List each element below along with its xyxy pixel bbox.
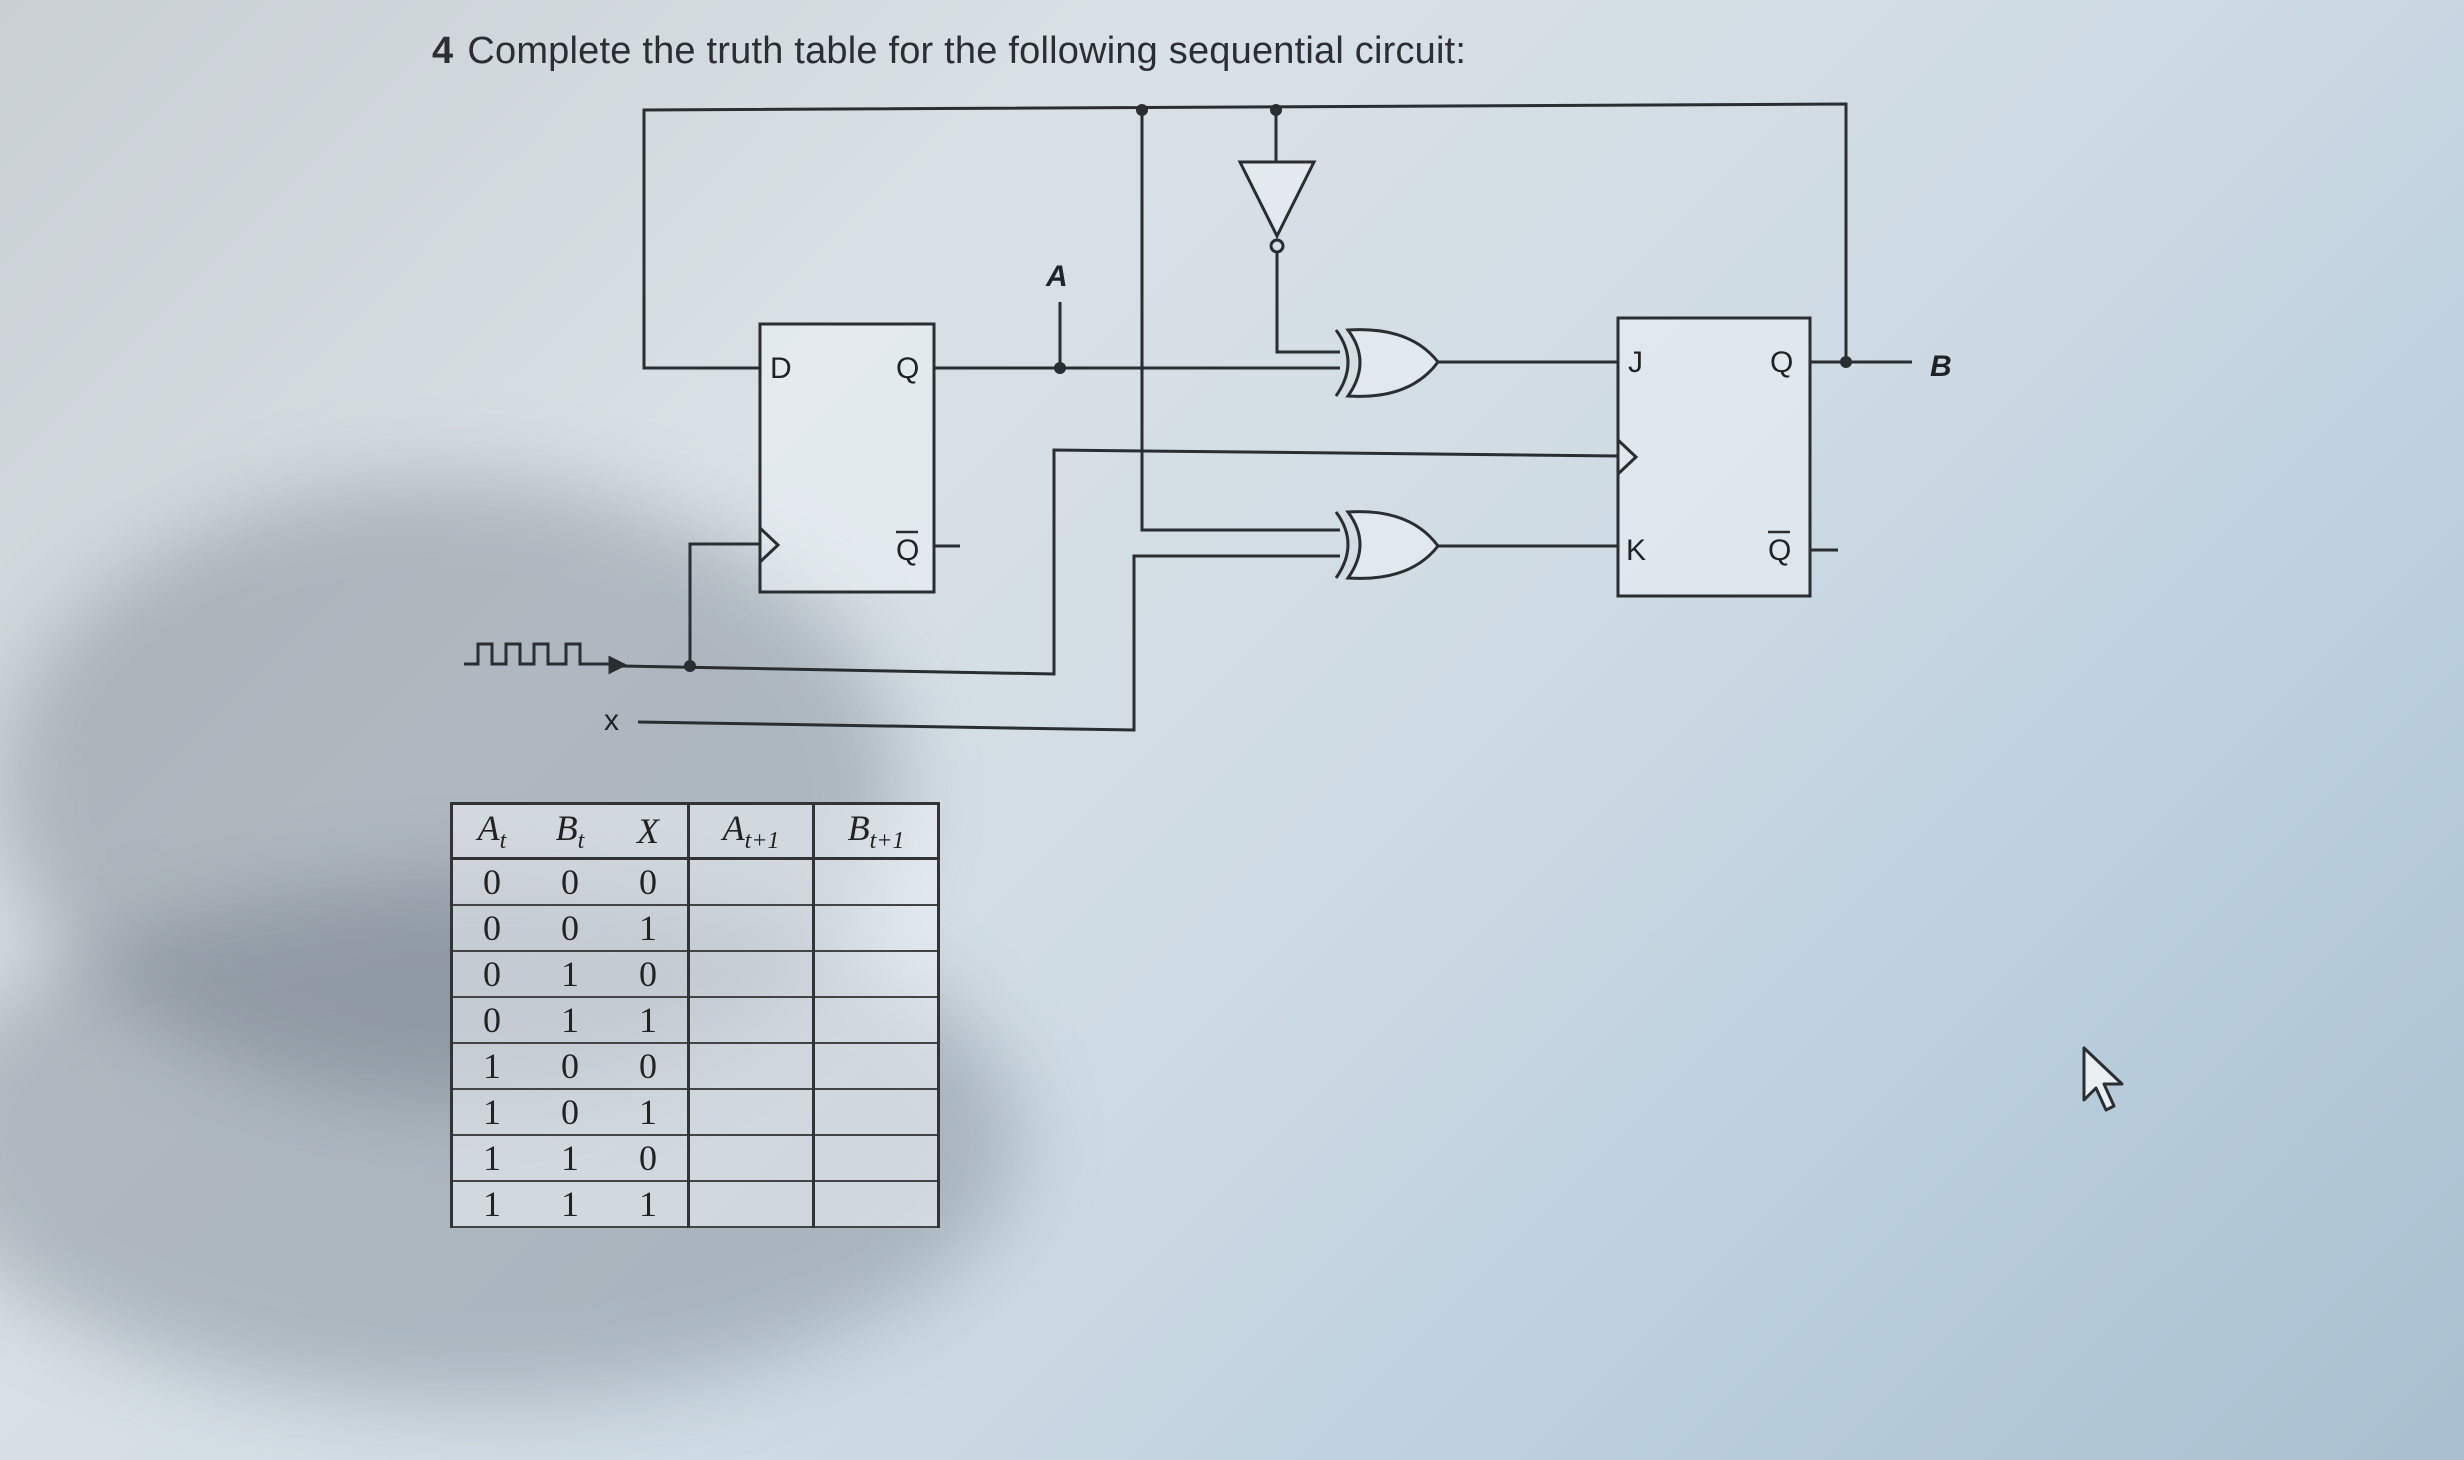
jk-ff-clock-triangle — [1616, 438, 1639, 476]
cell-bt1[interactable] — [812, 997, 940, 1044]
cell-at1[interactable] — [687, 1135, 814, 1182]
header-bt1: Bt+1 — [812, 802, 940, 860]
junction-dot — [684, 660, 696, 672]
cell-at1[interactable] — [687, 1181, 814, 1228]
question-number: 4 — [432, 30, 454, 72]
cell-at: 1 — [450, 1043, 531, 1090]
cell-at1[interactable] — [687, 997, 814, 1044]
signal-b-label: B — [1930, 350, 1952, 383]
d-ff-qbar-label: Q — [896, 534, 919, 567]
wire-clock — [619, 448, 1619, 676]
cell-x: 0 — [609, 858, 689, 906]
cell-bt1[interactable] — [812, 905, 940, 952]
cell-x: 1 — [609, 997, 689, 1044]
cell-at1[interactable] — [687, 1043, 814, 1090]
cell-bt: 1 — [531, 1181, 609, 1228]
truth-table-header-row: At Bt X At+1 Bt+1 — [450, 802, 940, 860]
cell-at1[interactable] — [687, 905, 814, 952]
jk-j-label: J — [1628, 346, 1643, 379]
cell-bt: 0 — [531, 858, 609, 906]
clock-waveform-icon — [464, 642, 612, 666]
d-ff-clock-triangle — [758, 526, 781, 564]
wire-a-bus — [1140, 110, 1340, 532]
cell-bt1[interactable] — [812, 951, 940, 998]
wire-inverter-out — [1275, 252, 1340, 354]
clock-arrow-head — [608, 655, 628, 675]
question-text: Complete the truth table for the followi… — [467, 30, 1467, 72]
jk-flip-flop — [1616, 316, 1812, 598]
xor-gate-bottom-back — [1334, 511, 1350, 579]
xor-gate-top — [1345, 328, 1440, 398]
cell-x: 0 — [609, 1043, 689, 1090]
inverter-gate — [1237, 160, 1317, 240]
cell-at1[interactable] — [687, 951, 814, 998]
wire-feedback-to-d — [642, 102, 1848, 370]
jk-qbar-label: Q — [1768, 534, 1791, 567]
cell-x: 0 — [609, 1135, 689, 1182]
junction-dot — [1054, 362, 1066, 374]
cell-x: 0 — [609, 951, 689, 998]
cell-at: 0 — [450, 858, 531, 906]
header-bt: Bt — [531, 802, 609, 860]
cell-bt: 0 — [531, 1089, 609, 1136]
junction-dot — [1270, 104, 1282, 116]
cell-bt1[interactable] — [812, 1043, 940, 1090]
junction-dot — [1840, 356, 1852, 368]
junction-dot — [1136, 104, 1148, 116]
cell-bt1[interactable] — [812, 1089, 940, 1136]
cell-bt: 1 — [531, 997, 609, 1044]
cell-bt1[interactable] — [812, 858, 940, 906]
cell-at: 0 — [450, 997, 531, 1044]
cell-bt: 0 — [531, 1043, 609, 1090]
inverter-bubble — [1269, 238, 1285, 254]
input-x-label: x — [604, 704, 619, 737]
cell-x: 1 — [609, 905, 689, 952]
xor-gate-bottom — [1345, 510, 1440, 580]
question-heading: 4 Complete the truth table for the follow… — [432, 30, 1466, 73]
cell-at1[interactable] — [687, 858, 814, 906]
mouse-pointer-icon — [2082, 1046, 2124, 1112]
header-at: At — [450, 802, 531, 860]
d-flip-flop — [758, 322, 936, 594]
signal-a-label: A — [1045, 260, 1068, 293]
cell-bt1[interactable] — [812, 1181, 940, 1228]
cell-bt: 0 — [531, 905, 609, 952]
jk-k-label: K — [1626, 534, 1646, 567]
header-at1: At+1 — [687, 802, 814, 860]
cell-x: 1 — [609, 1089, 689, 1136]
xor-gate-top-back — [1334, 329, 1350, 397]
d-ff-q-label: Q — [896, 352, 919, 385]
cell-at: 1 — [450, 1181, 531, 1228]
header-x: X — [609, 802, 689, 860]
cell-bt: 1 — [531, 1135, 609, 1182]
cell-at: 1 — [450, 1135, 531, 1182]
wire-clock-to-d — [688, 542, 760, 666]
cell-bt: 1 — [531, 951, 609, 998]
cell-at: 0 — [450, 951, 531, 998]
cell-bt1[interactable] — [812, 1135, 940, 1182]
d-ff-d-label: D — [770, 352, 792, 385]
cell-x: 1 — [609, 1181, 689, 1228]
jk-q-label: Q — [1770, 346, 1793, 379]
cell-at: 0 — [450, 905, 531, 952]
cell-at: 1 — [450, 1089, 531, 1136]
wire-x — [637, 554, 1340, 732]
cell-at1[interactable] — [687, 1089, 814, 1136]
